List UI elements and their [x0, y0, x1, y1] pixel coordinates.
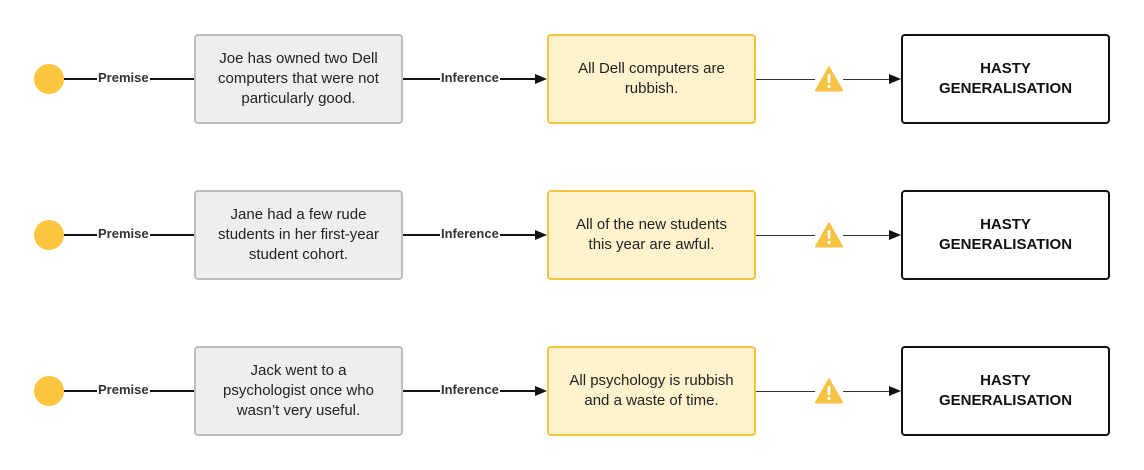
premise-box: Joe has owned two Dell computers that we…	[194, 34, 403, 124]
warning-triangle-icon	[815, 222, 843, 248]
premise-edge-label: Premise	[97, 70, 150, 86]
inference-edge-label: Inference	[440, 70, 500, 86]
inference-box: All psychology is rubbish and a waste of…	[547, 346, 756, 436]
inference-text: All Dell computers are rubbish.	[578, 60, 725, 97]
fallacy-connector-b	[843, 235, 889, 236]
arrowhead-icon	[889, 386, 901, 396]
inference-text: All of the new students this year are aw…	[576, 216, 727, 253]
premise-text: Jack went to a psychologist once who was…	[223, 362, 374, 419]
premise-box: Jack went to a psychologist once who was…	[194, 346, 403, 436]
inference-edge-label: Inference	[440, 226, 500, 242]
argument-row-1: Premise Joe has owned two Dell computers…	[0, 34, 1144, 126]
arrowhead-icon	[535, 230, 547, 240]
fallacy-text: HASTY GENERALISATION	[938, 216, 1073, 253]
start-node	[34, 220, 64, 250]
argument-row-2: Premise Jane had a few rude students in …	[0, 190, 1144, 282]
fallacy-connector-b	[843, 79, 889, 80]
inference-box: All of the new students this year are aw…	[547, 190, 756, 280]
premise-text: Jane had a few rude students in her firs…	[218, 206, 379, 263]
warning-triangle-icon	[815, 378, 843, 404]
start-node	[34, 64, 64, 94]
fallacy-connector-a	[756, 391, 815, 392]
fallacy-text: HASTY GENERALISATION	[938, 372, 1073, 409]
start-node	[34, 376, 64, 406]
premise-edge-label: Premise	[97, 226, 150, 242]
fallacy-connector-b	[843, 391, 889, 392]
fallacy-box: HASTY GENERALISATION	[901, 346, 1110, 436]
fallacy-text: HASTY GENERALISATION	[938, 60, 1073, 97]
arrowhead-icon	[535, 74, 547, 84]
premise-box: Jane had a few rude students in her firs…	[194, 190, 403, 280]
argument-row-3: Premise Jack went to a psychologist once…	[0, 346, 1144, 438]
arrowhead-icon	[889, 230, 901, 240]
fallacy-connector-a	[756, 235, 815, 236]
warning-triangle-icon	[815, 66, 843, 92]
inference-text: All psychology is rubbish and a waste of…	[569, 372, 734, 409]
fallacy-box: HASTY GENERALISATION	[901, 34, 1110, 124]
premise-text: Joe has owned two Dell computers that we…	[218, 50, 379, 107]
arrowhead-icon	[889, 74, 901, 84]
arrowhead-icon	[535, 386, 547, 396]
inference-box: All Dell computers are rubbish.	[547, 34, 756, 124]
fallacy-connector-a	[756, 79, 815, 80]
premise-edge-label: Premise	[97, 382, 150, 398]
inference-edge-label: Inference	[440, 382, 500, 398]
fallacy-box: HASTY GENERALISATION	[901, 190, 1110, 280]
